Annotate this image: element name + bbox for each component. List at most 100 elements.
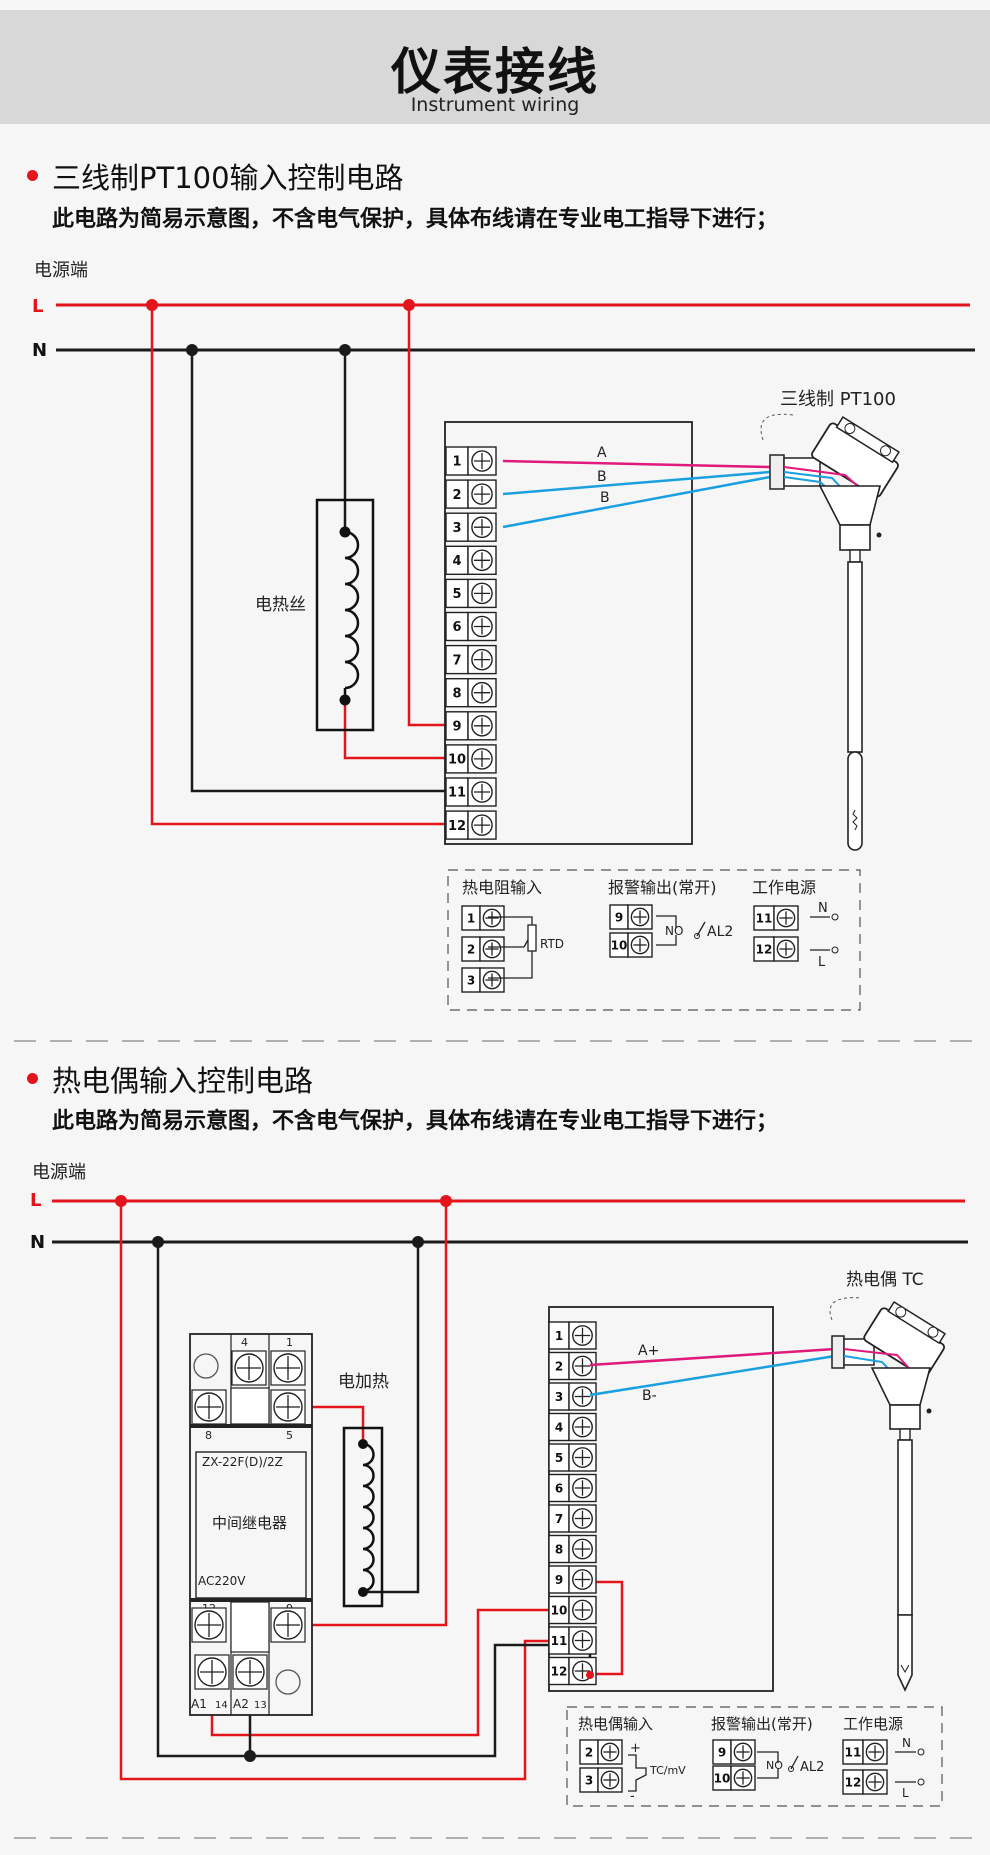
heater-coil	[362, 1442, 375, 1593]
rtd-label: RTD	[540, 937, 564, 951]
wire-b1	[502, 470, 771, 496]
wire-9-to-12	[590, 1580, 624, 1676]
svg-text:8: 8	[205, 1429, 212, 1442]
terminal-number: 5	[452, 587, 461, 602]
relay-voltage: AC220V	[198, 1574, 246, 1588]
terminal-number: 12	[551, 1664, 568, 1678]
terminal-number: 6	[452, 620, 461, 635]
line-n-label: N	[32, 340, 47, 361]
wire-label-b: B	[597, 469, 607, 485]
terminal-number: 11	[551, 1634, 568, 1648]
wire-a-plus	[589, 1347, 836, 1367]
wire-l-to-12	[150, 305, 472, 826]
svg-text:1: 1	[286, 1336, 293, 1349]
terminal-number: 3	[555, 1390, 563, 1404]
heater-box	[315, 498, 375, 732]
controller-box	[444, 421, 693, 845]
svg-text:NO: NO	[766, 1759, 783, 1772]
sensor-label: 三线制 PT100	[780, 389, 896, 410]
tc-label: TC/mV	[649, 1764, 686, 1777]
terminal-number: 12	[448, 819, 466, 834]
wire-relay-to-10	[210, 1608, 566, 1737]
wire-n-to-heater	[363, 1242, 420, 1594]
line-l-label: L	[30, 1190, 41, 1211]
legend-box	[566, 1706, 943, 1807]
heater-label: 电加热	[338, 1372, 389, 1392]
section1-title: 三线制PT100输入控制电路	[52, 161, 404, 195]
section1-note: 此电路为简易示意图，不含电气保护，具体布线请在专业电工指导下进行；	[52, 207, 779, 232]
terminal-number: 9	[615, 910, 623, 924]
terminal-number: 7	[452, 653, 461, 668]
al2-label: AL2	[707, 924, 733, 940]
power-label: 电源端	[32, 1162, 86, 1183]
relay-model: ZX-22F(D)/2Z	[202, 1455, 283, 1469]
svg-text:4: 4	[241, 1336, 248, 1349]
heater-coil	[344, 530, 360, 690]
terminal-number: 9	[555, 1573, 563, 1587]
legend-rtd-title: 热电阻输入	[462, 878, 542, 897]
wire-n-to-11	[190, 350, 472, 793]
svg-text:13: 13	[254, 1700, 267, 1711]
terminal-number: 8	[452, 686, 461, 701]
terminal-number: 3	[585, 1773, 593, 1787]
page-subtitle: Instrument wiring	[410, 94, 580, 116]
page-title: 仪表接线	[391, 43, 599, 101]
wire-l-to-12	[119, 1201, 566, 1781]
no-label: NO	[665, 924, 683, 938]
svg-text:N: N	[902, 1736, 911, 1750]
terminal-number: 2	[585, 1745, 593, 1759]
thermocouple-sensor: 热电偶 TC	[829, 1270, 946, 1692]
legend-power-title: 工作电源	[843, 1715, 903, 1733]
relay-name: 中间继电器	[212, 1514, 287, 1532]
terminal-number: 8	[555, 1542, 563, 1556]
terminal-number: 3	[452, 521, 461, 536]
terminal-number: 12	[756, 942, 773, 956]
terminal-number: 10	[551, 1603, 568, 1617]
intermediate-relay: ZX-22F(D)/2Z 中间继电器 AC220V 4 1 8 5 12 9 A…	[189, 1333, 313, 1716]
wire-b2	[502, 475, 771, 529]
junction-dot	[339, 344, 351, 356]
bullet-dot	[27, 170, 38, 181]
terminal-number: 1	[467, 911, 475, 925]
junction-dot	[403, 299, 415, 311]
legend-box	[447, 869, 861, 1011]
terminal-number: 4	[452, 554, 461, 569]
junction-dot	[146, 299, 158, 311]
wire-a	[502, 459, 771, 469]
terminal-number: 11	[756, 911, 773, 925]
wire-heater-to-10	[343, 700, 472, 760]
rtd-resistor	[527, 924, 537, 952]
legend-n-label: N	[818, 901, 828, 916]
terminal-number: 5	[555, 1451, 563, 1465]
terminal-number: 1	[555, 1329, 563, 1343]
terminal-number: 3	[467, 973, 475, 987]
legend-tc-title: 热电偶输入	[578, 1715, 653, 1733]
legend-power-title: 工作电源	[752, 878, 816, 897]
legend-l-label: L	[818, 955, 826, 970]
svg-text:5: 5	[286, 1429, 293, 1442]
heater-box	[342, 1426, 384, 1608]
sensor-label: 热电偶 TC	[846, 1270, 924, 1290]
terminal-number: 7	[555, 1512, 563, 1526]
svg-text:A2: A2	[233, 1697, 249, 1711]
terminal-number: 12	[845, 1775, 862, 1789]
wire-label-a-plus: A+	[638, 1343, 659, 1359]
junction-dot	[186, 344, 198, 356]
line-l-label: L	[32, 296, 43, 317]
terminal-number: 11	[845, 1745, 862, 1759]
terminal-number: 10	[611, 938, 628, 952]
svg-text:AL2: AL2	[800, 1760, 824, 1775]
terminal-number: 2	[555, 1359, 563, 1373]
terminal-number: 10	[448, 753, 466, 768]
pt100-sensor: 三线制 PT100	[760, 389, 900, 851]
terminal-number: 11	[448, 786, 466, 801]
legend-alarm-title: 报警输出(常开)	[711, 1715, 813, 1733]
svg-text:L: L	[902, 1786, 909, 1800]
legend-alarm-title: 报警输出(常开)	[608, 878, 717, 897]
wire-b-minus	[589, 1354, 836, 1397]
terminal-number: 9	[718, 1745, 726, 1759]
